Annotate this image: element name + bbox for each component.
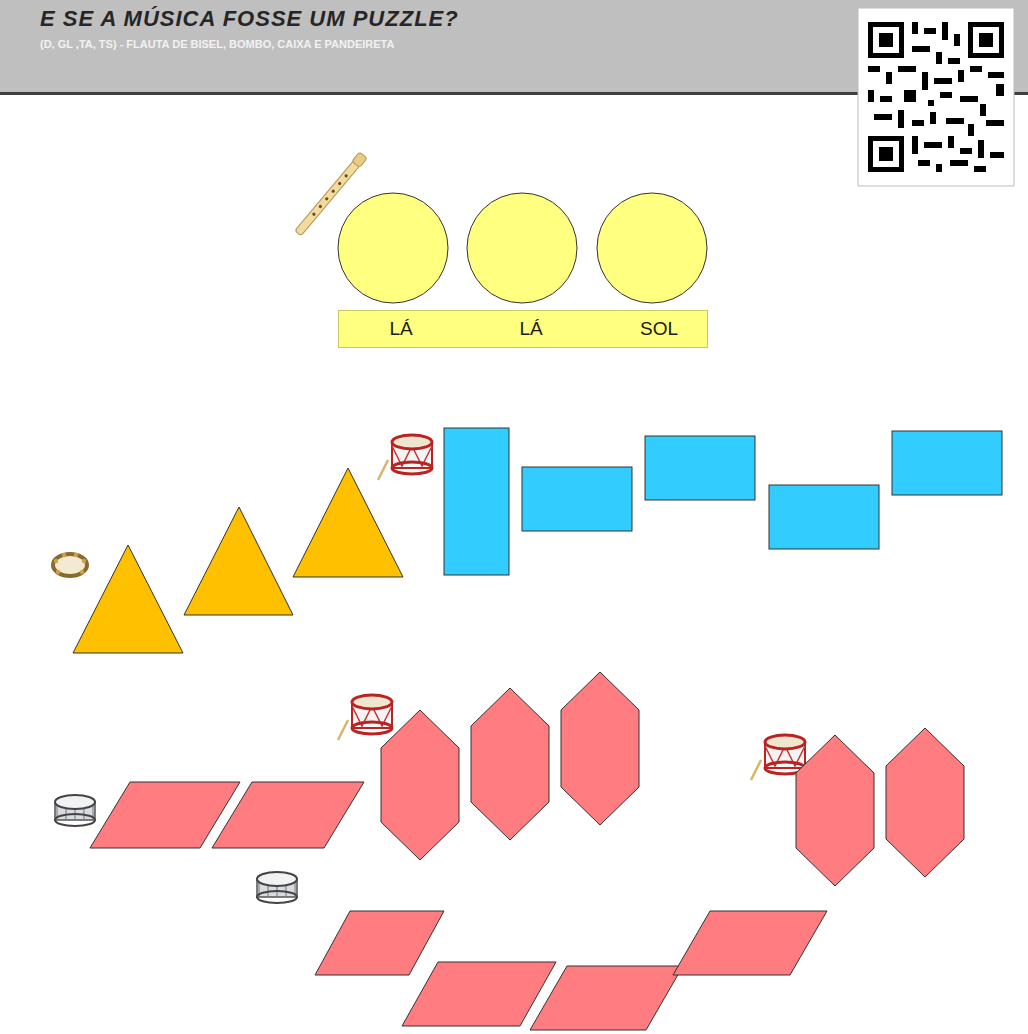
triangle-pieces (73, 468, 403, 653)
subtitle-text: (D, GL ,TA, TS) - FLAUTA DE BISEL, BOMBO… (40, 38, 394, 50)
rectangle-pieces (444, 428, 1002, 575)
note-name: SOL (640, 318, 678, 340)
pink-pieces (90, 672, 964, 1030)
qr-code (858, 8, 1014, 186)
tambourine-icon (53, 553, 87, 576)
note-band: LÁ LÁ SOL (338, 310, 708, 348)
note-name: LÁ (389, 318, 412, 340)
note-name: LÁ (519, 318, 542, 340)
note-circles (338, 193, 707, 303)
page-title: E SE A MÚSICA FOSSE UM PUZZLE? (40, 6, 459, 32)
